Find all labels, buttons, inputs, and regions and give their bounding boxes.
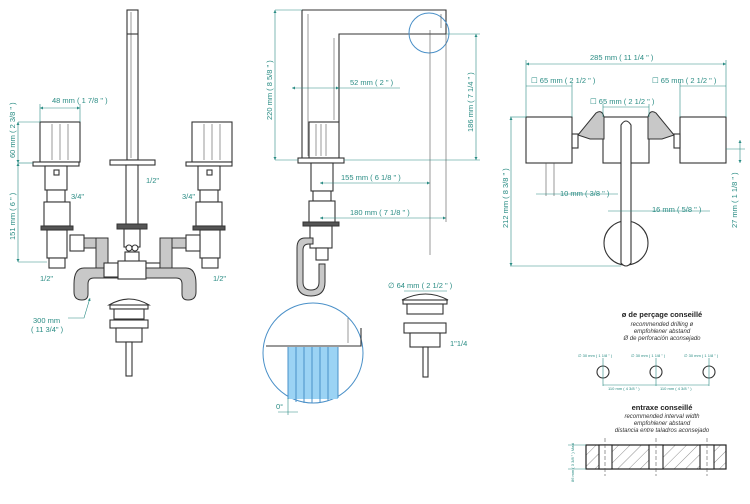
drilling-line-de: empfohlener abstand [634,329,691,335]
thickness-label: 86 mm ( 3 3/8 " ) Maxi [570,443,575,482]
drilling-diagram [596,358,716,386]
spout-connection-label: 1/2" [146,176,159,185]
interval-line-en: recommended interval width [624,414,700,420]
drilling-title: ø de perçage conseillé [622,310,702,319]
total-height-label: 220 mm ( 8 5/8 " ) [265,60,274,120]
handle-height-label: 60 mm ( 2 3/8 " ) [8,102,17,158]
inlet-left-label: 3/4" [71,192,84,201]
outlet-left-label: 1/2" [40,274,53,283]
hose-length-mm-label: 300 mm [33,316,60,325]
drain-thread-label: 1"1/4 [450,339,467,348]
top-view [509,60,745,267]
depth-label: 212 mm ( 8 3/8 " ) [501,168,510,228]
body-height-label: 151 mm ( 6 " ) [8,192,17,240]
hole-label-2: ∅ 30 mm ( 1 1/8 " ) [631,353,666,358]
outlet-right-label: 1/2" [213,274,226,283]
hose-length-in-label: ( 11 3/4" ) [31,325,64,334]
drilling-line-es: Ø de perforación aconsejado [622,336,701,342]
hole-label-1: ∅ 30 mm ( 1 1/8 " ) [578,353,613,358]
drain-diameter-label: ∅ 64 mm ( 2 1/2 " ) [388,281,453,290]
spacing-label-1: 110 mm ( 4 3/8 " ) [608,386,640,391]
square-center-label: ☐ 65 mm ( 2 1/2 " ) [590,97,655,106]
spacing-label-2: 110 mm ( 4 3/8 " ) [660,386,692,391]
side-view [262,9,480,415]
square-left-label: ☐ 65 mm ( 2 1/2 " ) [531,76,596,85]
spout-diameter-label: 16 mm ( 5/8 " ) [652,205,702,214]
square-right-label: ☐ 65 mm ( 2 1/2 " ) [652,76,717,85]
handle-depth-label: 27 mm ( 1 1/8 " ) [730,172,739,228]
offset-label: 10 mm ( 3/8 " ) [560,189,610,198]
interval-diagram [568,438,727,476]
inlet-right-label: 3/4" [182,192,195,201]
reach-180-label: 180 mm ( 7 1/8 " ) [350,208,410,217]
drilling-line-en: recommended drilling ø [631,322,694,328]
front-view [16,9,233,377]
hole-label-3: ∅ 30 mm ( 1 1/8 " ) [684,353,719,358]
spout-height-label: 186 mm ( 7 1/4 " ) [466,72,475,132]
handle-width-label: 48 mm ( 1 7/8 " ) [52,96,108,105]
interval-line-es: distancia entre taladros aconsejado [615,428,710,434]
reach-155-label: 155 mm ( 6 1/8 " ) [341,173,401,182]
interval-title: entraxe conseillé [632,403,693,412]
total-width-label: 285 mm ( 11 1/4 " ) [590,53,654,62]
interval-line-de: empfohlener abstand [634,421,691,427]
angle-label: 0° [276,402,283,411]
spout-width-label: 52 mm ( 2 " ) [350,78,394,87]
